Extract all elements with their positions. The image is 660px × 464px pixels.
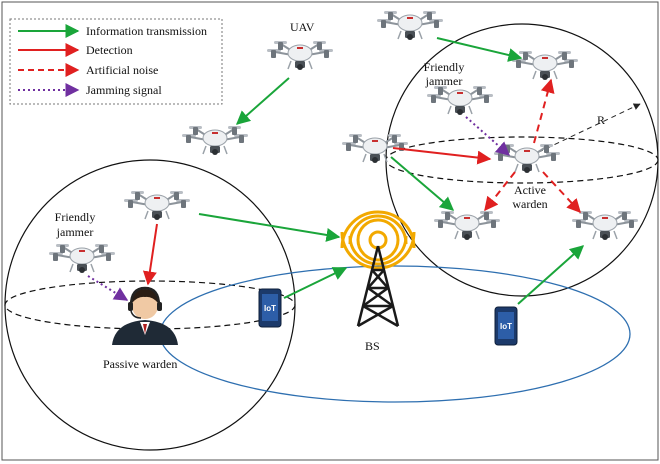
info-arrow-iot-to-uav (517, 245, 585, 305)
artificial-noise-arrows (484, 78, 581, 214)
legend-label: Artificial noise (86, 63, 158, 77)
info-arrow-top-right (436, 37, 523, 62)
information-transmission-arrows (198, 37, 585, 305)
info-arrow-uav-to-uav (235, 77, 290, 125)
legend-item-artificial-noise: Artificial noise (18, 63, 158, 77)
iot-device-left: IoT (258, 288, 282, 328)
jamming-arrow-right (465, 116, 511, 156)
detection-arrow-active-warden (392, 147, 492, 165)
uav-drone-left (123, 190, 191, 221)
base-station-tower (340, 210, 416, 328)
noise-arrow-down-right (542, 171, 581, 214)
uav-label: UAV (290, 20, 315, 34)
detection-arrows (142, 147, 492, 286)
iot-label: IoT (264, 304, 276, 313)
uav-drone-receiver-lower (433, 210, 501, 241)
info-arrow-iot-to-bs (283, 267, 348, 299)
passive-warden-label: Passive warden (103, 357, 177, 371)
noise-arrow-down-left (484, 171, 516, 212)
legend-label: Information transmission (86, 24, 207, 38)
detection-arrow-passive-warden (142, 223, 158, 286)
noise-arrow-up (533, 78, 555, 144)
radius-label: R (597, 113, 605, 127)
uav-drone-receiver-right (571, 210, 639, 241)
iot-label: IoT (500, 322, 512, 331)
legend: Information transmission Detection Artif… (9, 18, 223, 105)
legend-item-detection: Detection (18, 43, 133, 57)
uav-drone-receiver-top (511, 50, 579, 81)
info-arrow-center-to-lower (390, 156, 455, 211)
passive-warden-person (112, 286, 178, 345)
bs-coverage-ellipse (159, 265, 631, 403)
legend-item-jamming-signal: Jamming signal (18, 83, 162, 97)
legend-box (9, 18, 223, 105)
iot-device-right: IoT (494, 306, 518, 346)
friendly-jammer-drone-left (48, 243, 116, 274)
active-warden-drone (493, 143, 561, 174)
legend-label: Jamming signal (86, 83, 162, 97)
signal-wave-1 (356, 218, 400, 241)
legend-label: Detection (86, 43, 133, 57)
uav-drone-top (266, 40, 334, 71)
uav-drone-mid-left (181, 125, 249, 156)
info-arrow-left-to-bs (198, 213, 341, 242)
friendly-jammer-drone-right (426, 85, 494, 116)
legend-item-information-transmission: Information transmission (18, 24, 207, 38)
jamming-arrow-left (87, 275, 129, 301)
bs-label: BS (365, 339, 380, 353)
uav-drone-top-right (376, 10, 444, 41)
